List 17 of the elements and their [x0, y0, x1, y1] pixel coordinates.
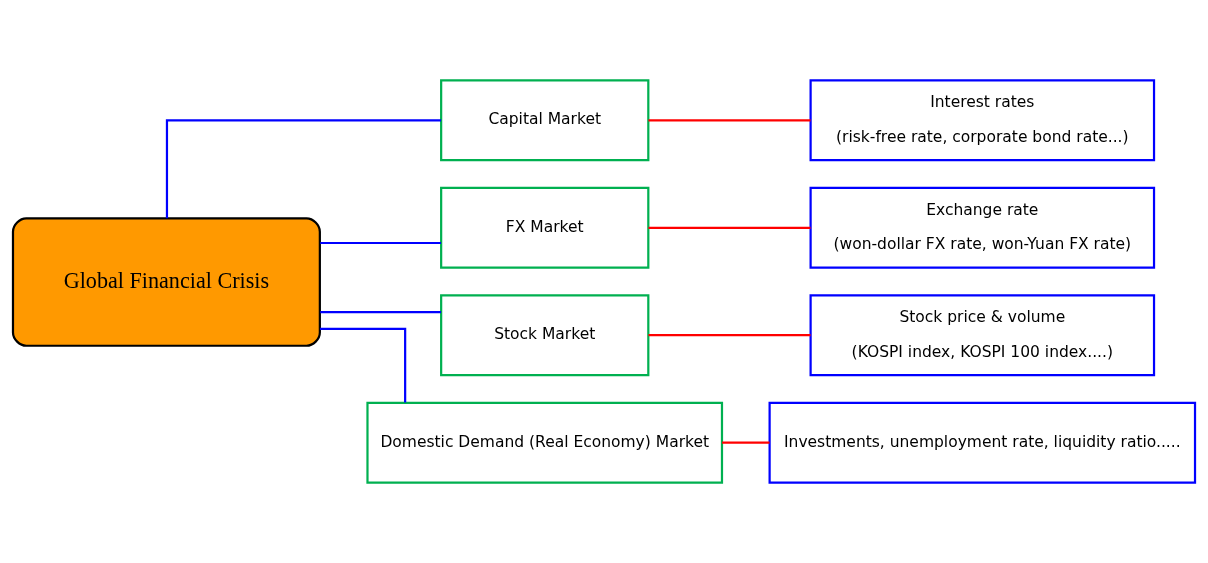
connector [648, 119, 811, 122]
node-box: Stock Market [440, 294, 650, 377]
connector [648, 226, 811, 229]
node-box: Investments, unemployment rate, liquidity ratio..... [768, 401, 1197, 484]
connector [165, 119, 441, 219]
node-box: Capital Market [440, 79, 650, 162]
node-box: Interest rates (risk-free rate, corporate bond rate...) [809, 79, 1156, 162]
connector [320, 311, 441, 314]
node-box: FX Market [440, 186, 650, 269]
node-box: Exchange rate (won-dollar FX rate, won-Yuan FX rate) [809, 186, 1156, 269]
node-box: Domestic Demand (Real Economy) Market [366, 401, 724, 484]
connector [722, 441, 770, 444]
connector [320, 241, 441, 245]
connector [648, 334, 811, 337]
connector [319, 327, 407, 403]
node-box: Global Financial Crisis [11, 217, 321, 347]
node-box: Stock price & volume (KOSPI index, KOSPI 100 index....) [809, 294, 1156, 377]
